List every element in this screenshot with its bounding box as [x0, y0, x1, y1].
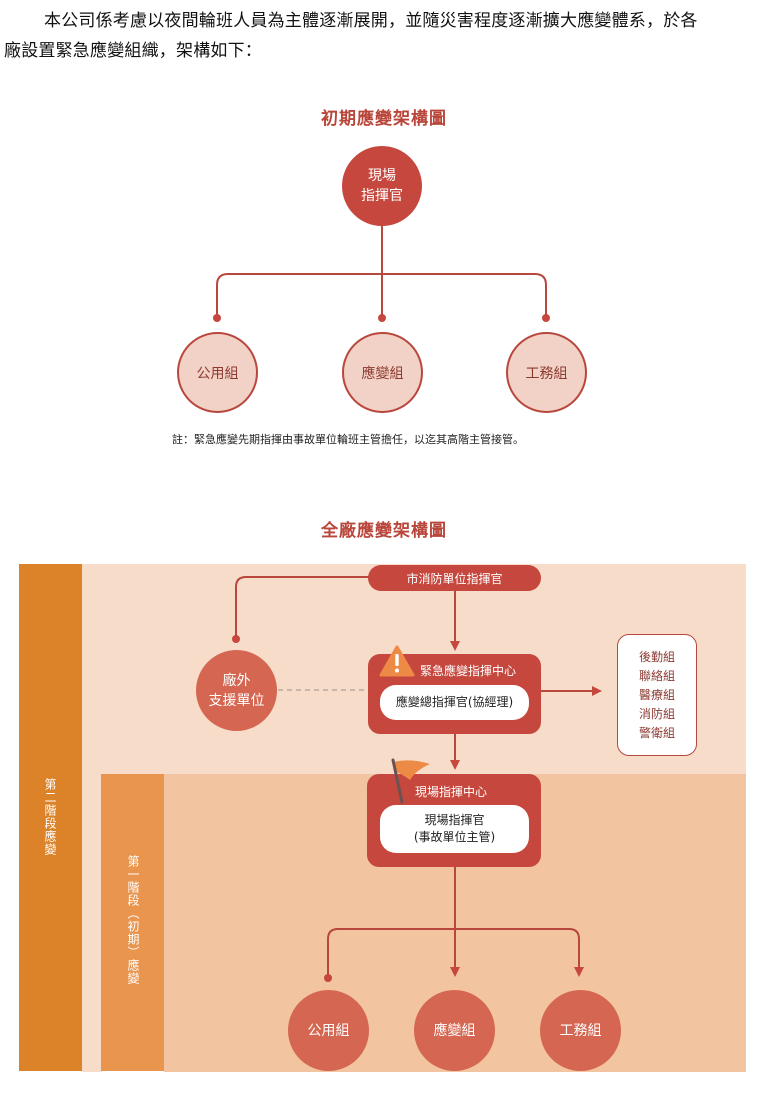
stage1-sidebar [101, 774, 164, 1071]
external-support-line2: 支援單位 [208, 692, 265, 709]
site-center-title: 現場指揮中心 [415, 785, 488, 799]
emergency-center-title: 緊急應變指揮中心 [420, 664, 517, 678]
initial-group-label: 工務組 [525, 365, 568, 382]
connector-dot-right [542, 314, 550, 322]
plant-chart-title: 全廠應變架構圖 [321, 521, 447, 541]
warning-icon [379, 645, 415, 677]
stage1-label: 第一階段（初期）應變 [126, 855, 140, 985]
plant-group-label: 公用組 [307, 1022, 350, 1039]
plant-group-node: 工務組 [540, 990, 621, 1071]
support-group-item: 警衛組 [638, 725, 675, 740]
flag-icon [391, 758, 430, 804]
initial-group-label: 公用組 [196, 365, 239, 382]
site-commander-line1: 現場指揮官 [424, 813, 485, 827]
initial-group-label: 應變組 [361, 365, 404, 382]
connector-dot-center [378, 314, 386, 322]
emergency-center-node: 緊急應變指揮中心 應變總指揮官(協經理) [368, 654, 541, 734]
support-groups-list: 後勤組 聯絡組 醫療組 消防組 警衛組 [617, 634, 697, 756]
intro-line-1: 本公司係考慮以夜間輪班人員為主體逐漸展開，並隨災害程度逐漸擴大應變體系，於各 [44, 11, 698, 31]
initial-commander-line1: 現場 [368, 168, 396, 184]
connector-fire-to-external [235, 576, 370, 638]
connector-site-branch [327, 928, 584, 978]
connector-dot-public [324, 974, 332, 982]
site-center-node: 現場指揮中心 現場指揮官 (事故單位主管) [367, 774, 541, 867]
initial-commander-node: 現場 指揮官 [342, 146, 422, 226]
site-commander-box: 現場指揮官 (事故單位主管) [380, 805, 529, 853]
stage2-sidebar [19, 564, 82, 1071]
connector-dot-external [232, 635, 240, 643]
stage2-background-strip [82, 774, 102, 1072]
emergency-commander-label: 應變總指揮官(協經理) [395, 695, 514, 709]
plant-group-node: 應變組 [414, 990, 495, 1071]
initial-group-node: 應變組 [342, 332, 423, 413]
initial-commander-line2: 指揮官 [361, 188, 403, 204]
support-group-item: 醫療組 [638, 687, 675, 702]
external-support-line1: 廠外 [222, 672, 251, 689]
support-group-item: 消防組 [638, 706, 675, 721]
initial-chart-connectors [213, 226, 550, 322]
initial-group-node: 工務組 [506, 332, 587, 413]
emergency-commander-box: 應變總指揮官(協經理) [380, 685, 529, 720]
initial-chart-note: 註：緊急應變先期指揮由事故單位輪班主管擔任，以迄其高階主管接管。 [172, 433, 524, 446]
initial-chart-title: 初期應變架構圖 [321, 109, 447, 129]
intro-line-2: 廠設置緊急應變組織，架構如下： [4, 41, 262, 61]
connector-branch [216, 273, 547, 318]
support-group-item: 聯絡組 [638, 668, 675, 683]
plant-group-node: 公用組 [288, 990, 369, 1071]
plant-group-label: 工務組 [559, 1022, 602, 1039]
fire-commander-node: 市消防單位指揮官 [368, 565, 541, 591]
fire-commander-label: 市消防單位指揮官 [406, 571, 503, 586]
initial-group-node: 公用組 [177, 332, 258, 413]
external-support-node: 廠外 支援單位 [196, 650, 277, 731]
plant-group-label: 應變組 [433, 1022, 476, 1039]
stage2-label: 第二階段應變 [43, 778, 57, 856]
site-commander-line2: (事故單位主管) [413, 830, 496, 844]
connector-dot-left [213, 314, 221, 322]
support-group-item: 後勤組 [638, 649, 675, 664]
